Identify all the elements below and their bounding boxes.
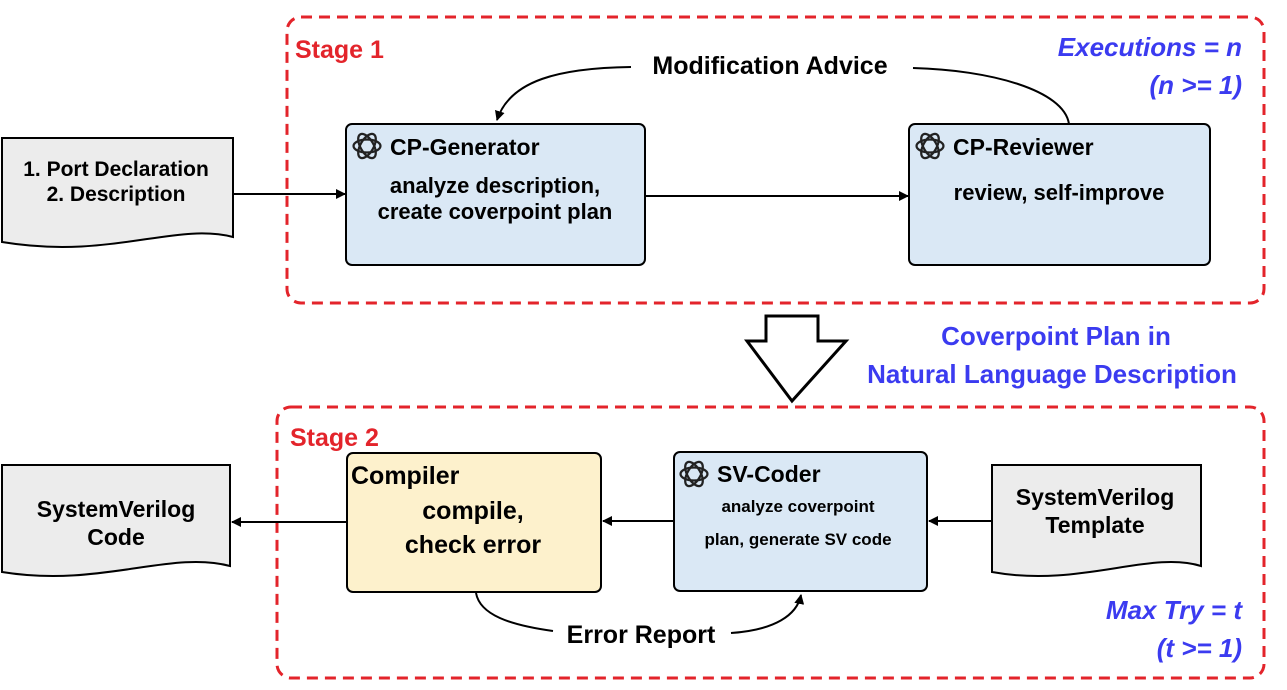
stage2-label: Stage 2 <box>290 424 379 452</box>
cp-generator-line1: analyze description, <box>390 173 600 198</box>
sv-code-line2: Code <box>87 524 145 550</box>
input-doc-line1: 1. Port Declaration <box>23 158 209 181</box>
stage-transfer-arrow <box>744 314 850 404</box>
error-report-label: Error Report <box>567 621 716 649</box>
compiler-title: Compiler <box>351 462 460 490</box>
sv-coder-line1: analyze coverpoint <box>721 497 874 516</box>
stage1-label: Stage 1 <box>295 36 384 64</box>
modification-advice-arrow <box>497 66 1070 124</box>
executions-label: Executions = n <box>1058 32 1242 62</box>
sv-template-line1: SystemVerilog <box>1016 484 1175 510</box>
cp-generator-line2: create coverpoint plan <box>378 199 613 224</box>
cp-generator-box <box>345 123 646 266</box>
cp-reviewer-title: CP-Reviewer <box>953 134 1094 160</box>
compiler-box <box>346 452 602 593</box>
executions-condition: (n >= 1) <box>1150 70 1242 100</box>
error-report-arrow <box>475 593 801 634</box>
sv-coder-title: SV-Coder <box>717 461 821 487</box>
sv-code-document-shape <box>0 464 231 578</box>
compiler-line2: check error <box>405 531 541 559</box>
max-try-condition: (t >= 1) <box>1157 633 1242 663</box>
sv-coder-line2: plan, generate SV code <box>704 530 891 549</box>
stage1-region <box>285 15 1266 305</box>
compiler-line1: compile, <box>422 497 523 525</box>
transfer-label-line1: Coverpoint Plan in <box>941 321 1171 351</box>
modification-advice-label: Modification Advice <box>652 52 887 80</box>
cp-generator-title: CP-Generator <box>390 134 540 160</box>
sv-template-line2: Template <box>1045 512 1144 538</box>
input-document-shape <box>1 137 234 248</box>
sv-code-line1: SystemVerilog <box>37 496 196 522</box>
max-try-label: Max Try = t <box>1106 595 1243 625</box>
input-doc-line2: 2. Description <box>47 183 186 206</box>
cp-reviewer-box <box>908 123 1211 266</box>
cp-reviewer-line1: review, self-improve <box>954 180 1165 205</box>
stage2-region <box>275 405 1266 680</box>
sv-template-document-shape <box>991 464 1202 577</box>
transfer-label-line2: Natural Language Description <box>867 359 1237 389</box>
